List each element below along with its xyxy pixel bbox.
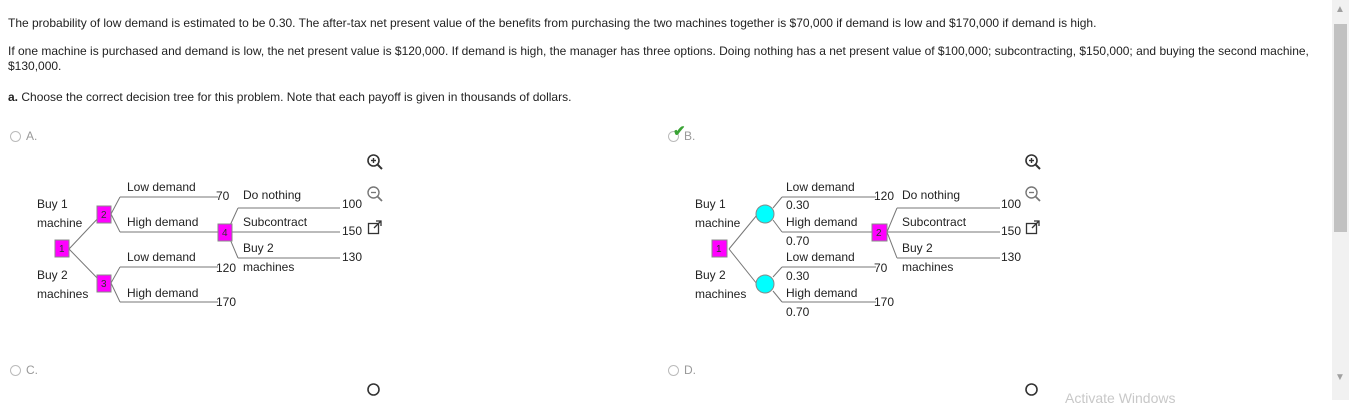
payoff-120: 120	[216, 261, 236, 275]
machines-option-label: machines	[243, 260, 294, 274]
zoom-in-icon[interactable]	[366, 153, 384, 171]
buy-1-label: Buy 1	[695, 197, 726, 211]
low-demand-label: Low demand	[127, 180, 196, 194]
prob-070: 0.70	[786, 234, 810, 248]
node-1-label: 1	[59, 244, 65, 255]
option-a-radio[interactable]	[10, 130, 21, 142]
high-demand-label: High demand	[786, 286, 857, 300]
zoom-out-icon[interactable]	[1024, 185, 1042, 203]
scrollbar-thumb[interactable]	[1334, 24, 1347, 232]
option-c-label: C.	[26, 363, 38, 377]
payoff-70: 70	[216, 189, 230, 203]
high-demand-label: High demand	[127, 286, 198, 300]
node-2-label: 2	[876, 228, 882, 239]
do-nothing-label: Do nothing	[243, 188, 301, 202]
prob-070: 0.70	[786, 305, 810, 319]
decision-node-3	[96, 274, 112, 293]
option-c[interactable]: C.	[10, 363, 38, 377]
buy-2-label: Buy 2	[695, 268, 726, 282]
chance-node-buy-2	[755, 274, 775, 294]
machines-option-label: machines	[902, 260, 953, 274]
decision-node-2	[871, 223, 888, 242]
node-1-label: 1	[716, 244, 722, 255]
zoom-out-icon[interactable]	[366, 185, 384, 203]
low-demand-label: Low demand	[786, 250, 855, 264]
high-demand-label: High demand	[127, 215, 198, 229]
subcontract-label: Subcontract	[243, 215, 308, 229]
scroll-up-icon[interactable]: ▲	[1335, 4, 1345, 15]
popout-icon[interactable]	[1024, 219, 1042, 237]
option-b[interactable]: B.	[668, 129, 695, 143]
buy-1-label: Buy 1	[37, 197, 68, 211]
windows-watermark: Activate Windows	[1065, 390, 1176, 406]
machines-label: machines	[695, 287, 746, 301]
payoff-170: 170	[874, 295, 894, 309]
prob-030: 0.30	[786, 198, 810, 212]
payoff-70: 70	[874, 261, 888, 275]
low-demand-label: Low demand	[127, 250, 196, 264]
option-a-label: A.	[26, 129, 38, 143]
part-a-text: Choose the correct decision tree for thi…	[18, 90, 572, 104]
buy-2-label: Buy 2	[37, 268, 68, 282]
option-b-radio[interactable]	[668, 130, 679, 142]
decision-node-2	[96, 205, 112, 224]
zoom-in-icon[interactable]	[366, 382, 384, 400]
buy-2-option-label: Buy 2	[243, 241, 274, 255]
option-d-label: D.	[684, 363, 696, 377]
machines-label: machines	[37, 287, 88, 301]
node-4-label: 4	[222, 228, 228, 239]
question-paragraph-1: The probability of low demand is estimat…	[8, 16, 1097, 30]
scroll-down-icon[interactable]: ▼	[1335, 372, 1345, 383]
option-a[interactable]: A.	[10, 129, 37, 143]
subcontract-label: Subcontract	[902, 215, 967, 229]
payoff-100: 100	[342, 197, 362, 211]
prob-030: 0.30	[786, 269, 810, 283]
vertical-scrollbar[interactable]: ▲ ▼	[1332, 0, 1349, 400]
payoff-170: 170	[216, 295, 236, 309]
payoff-150: 150	[342, 224, 362, 238]
machine-label: machine	[37, 216, 83, 230]
payoff-120: 120	[874, 189, 894, 203]
option-b-label: B.	[684, 129, 696, 143]
payoff-130: 130	[342, 250, 362, 264]
high-demand-label: High demand	[786, 215, 857, 229]
node-2-label: 2	[101, 210, 107, 221]
question-paragraph-2: If one machine is purchased and demand i…	[8, 44, 1309, 73]
machine-label: machine	[695, 216, 741, 230]
payoff-130: 130	[1001, 250, 1021, 264]
question-part-a: a. Choose the correct decision tree for …	[8, 90, 571, 105]
zoom-in-icon[interactable]	[1024, 153, 1042, 171]
option-c-radio[interactable]	[10, 364, 21, 376]
payoff-100: 100	[1001, 197, 1021, 211]
popout-icon[interactable]	[366, 219, 384, 237]
correct-check-icon: ✔	[673, 123, 686, 140]
do-nothing-label: Do nothing	[902, 188, 960, 202]
buy-2-option-label: Buy 2	[902, 241, 933, 255]
decision-node-1	[54, 239, 70, 258]
chance-node-buy-1	[755, 204, 775, 224]
option-d-radio[interactable]	[668, 364, 679, 376]
decision-node-1	[711, 239, 728, 258]
payoff-150: 150	[1001, 224, 1021, 238]
low-demand-label: Low demand	[786, 180, 855, 194]
decision-node-4	[217, 223, 233, 242]
zoom-in-icon[interactable]	[1024, 382, 1042, 400]
option-d[interactable]: D.	[668, 363, 696, 377]
part-a-label: a.	[8, 90, 19, 104]
node-3-label: 3	[101, 279, 107, 290]
